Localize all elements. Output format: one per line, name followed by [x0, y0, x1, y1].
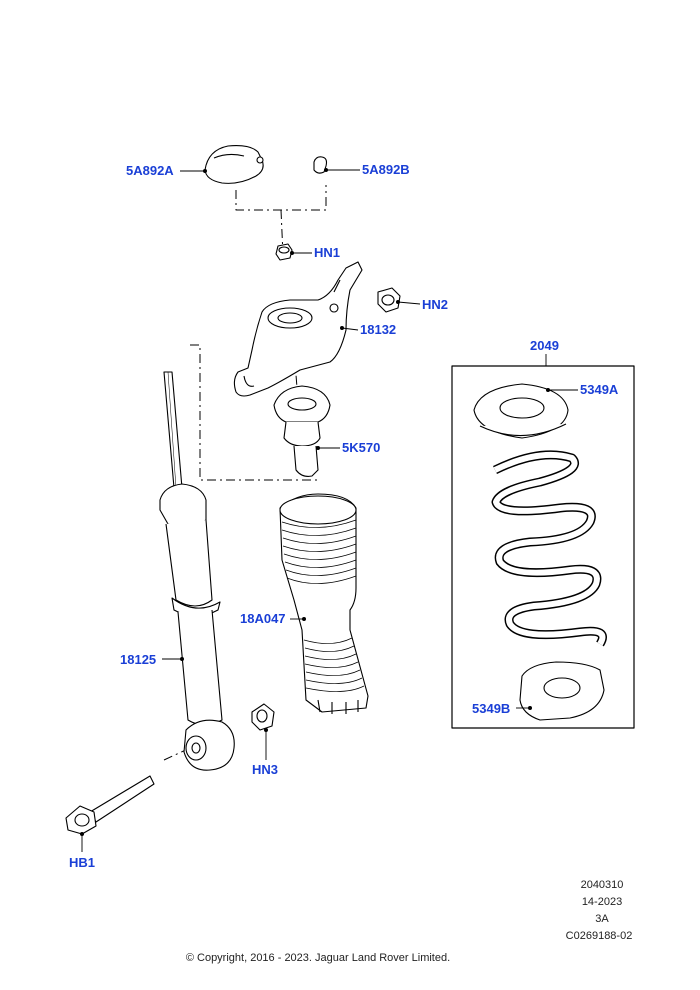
leader-lines [81, 169, 578, 852]
dust-boot-part [279, 493, 369, 714]
label-nut-hn1[interactable]: HN1 [314, 245, 341, 260]
label-shock-absorber[interactable]: 18125 [120, 652, 157, 667]
cap-part [313, 156, 328, 174]
shock-absorber-part [159, 371, 235, 771]
label-upper-spring-seat[interactable]: 5349A [580, 382, 619, 397]
label-upper-mount-bracket[interactable]: 18132 [360, 322, 397, 337]
label-cap[interactable]: 5A892B [362, 162, 410, 177]
copyright-notice: © Copyright, 2016 - 2023. Jaguar Land Ro… [185, 952, 451, 964]
spring-kit-frame [451, 365, 635, 729]
nut-hn1-part [275, 243, 293, 261]
label-lower-spring-seat[interactable]: 5349B [472, 701, 511, 716]
diagram-date: 14-2023 [581, 896, 623, 908]
upper-mount-bracket-part [233, 261, 363, 397]
diagram-reference: C0269188-02 [565, 930, 633, 942]
label-nut-hn2[interactable]: HN2 [422, 297, 449, 312]
lower-spring-seat-part [519, 661, 605, 721]
bolt-hb1-part [65, 775, 155, 835]
bump-stop-part [273, 385, 331, 477]
label-nut-hn3[interactable]: HN3 [252, 762, 279, 777]
label-spring-kit[interactable]: 2049 [530, 338, 559, 353]
diagram-revision: 3A [595, 913, 609, 925]
nut-hn3-part [251, 703, 275, 731]
nut-hn2-part [377, 287, 401, 313]
label-dust-boot[interactable]: 18A047 [240, 611, 286, 626]
assembly-center-lines [163, 185, 327, 761]
upper-mount-cover-part [204, 145, 264, 184]
label-bump-stop[interactable]: 5K570 [342, 440, 381, 455]
upper-spring-seat-part [473, 383, 569, 439]
diagram-code: 2040310 [580, 879, 624, 891]
label-bolt-hb1[interactable]: HB1 [69, 855, 96, 870]
label-upper-mount-cover[interactable]: 5A892A [126, 163, 174, 178]
